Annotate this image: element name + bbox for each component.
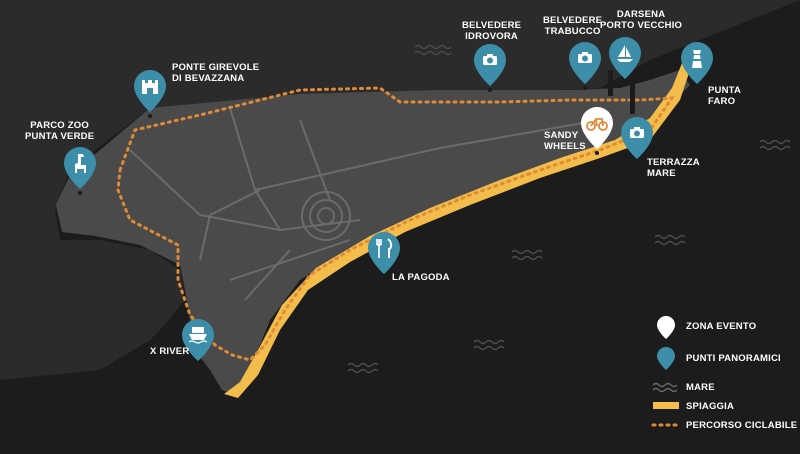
harbor-piers (608, 70, 635, 114)
giraffe-icon (75, 154, 86, 173)
legend-white-pin-icon (657, 316, 675, 339)
pin-parco-zoo[interactable] (64, 147, 96, 195)
lighthouse-icon (692, 50, 702, 68)
legend-punti-panoramici: PUNTI PANORAMICI (686, 353, 781, 364)
label-punta-faro: PUNTA FARO (708, 85, 742, 107)
pin-terrazza-mare[interactable] (621, 117, 653, 165)
pin-sandy-wheels[interactable] (581, 107, 613, 155)
legend-mare: MARE (686, 382, 715, 393)
sailboat-icon (617, 45, 633, 62)
label-parco-zoo: PARCO ZOO PUNTA VERDE (25, 120, 95, 142)
pin-x-river[interactable] (182, 319, 214, 367)
legend-percorso-ciclabile: PERCORSO CICLABILE (686, 420, 798, 431)
label-terrazza-mare: TERRAZZA MARE (647, 157, 700, 179)
legend-symbols (651, 316, 681, 427)
boat-icon (188, 327, 208, 344)
camera-icon (630, 127, 644, 138)
camera-icon (483, 54, 497, 65)
legend-beach-swatch (653, 402, 679, 409)
castle-icon (142, 80, 158, 94)
label-la-pagoda: LA PAGODA (392, 272, 450, 283)
legend-spiaggia: SPIAGGIA (686, 401, 735, 412)
pin-belvedere-trabucco[interactable] (569, 42, 601, 90)
north-land (0, 0, 800, 380)
legend-blue-pin-icon (657, 347, 675, 370)
pin-darsena-porto-vecchio[interactable] (609, 37, 641, 85)
camera-icon (578, 52, 592, 63)
sea-waves (347, 44, 791, 374)
pin-belvedere-idrovora[interactable] (474, 44, 506, 92)
legend-zona-evento: ZONA EVENTO (686, 321, 757, 332)
label-belvedere-trabucco: BELVEDERE TRABUCCO (543, 15, 603, 37)
pin-la-pagoda[interactable] (368, 232, 400, 280)
bike-route (116, 86, 675, 362)
fork-knife-icon (376, 238, 393, 258)
label-belvedere-idrovora: BELVEDERE IDROVORA (462, 20, 522, 42)
label-sandy-wheels: SANDY WHEELS (544, 130, 586, 152)
label-ponte-girevole: PONTE GIREVOLE DI BEVAZZANA (172, 62, 260, 84)
road-network (129, 107, 601, 301)
pin-punta-faro[interactable] (681, 42, 713, 90)
label-darsena-porto-vecchio: DARSENA PORTO VECCHIO (600, 9, 683, 31)
peninsula-land (56, 70, 690, 395)
pin-ponte-girevole[interactable] (134, 70, 166, 118)
legend-wave-icon (652, 382, 678, 393)
label-x-river: X RIVER (150, 346, 190, 357)
bicycle-icon (586, 118, 608, 131)
